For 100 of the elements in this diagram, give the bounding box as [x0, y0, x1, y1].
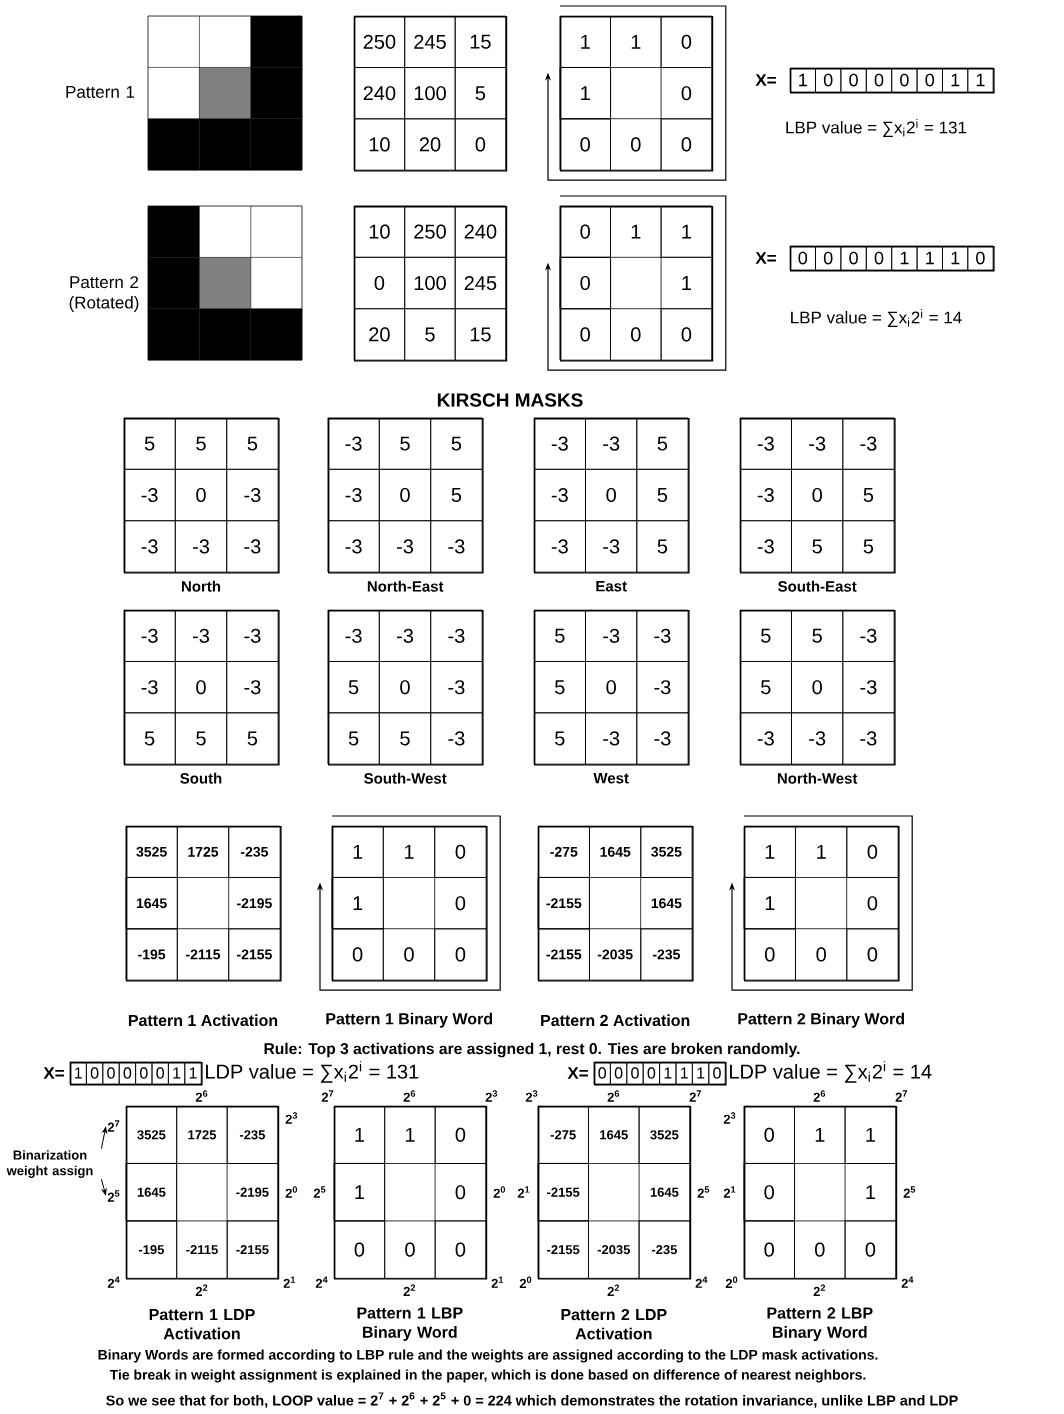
- grid-cell: 0: [434, 825, 487, 878]
- matrix-grid: [739, 417, 896, 574]
- grid-cell: 245: [404, 15, 456, 68]
- grid-caption: Pattern 1 Activation: [128, 1014, 278, 1027]
- grid-cell: 1: [844, 1105, 897, 1164]
- grid-cell: -3: [123, 661, 176, 714]
- digit-cell: 0: [840, 245, 867, 271]
- grid-cell: 5: [327, 661, 380, 714]
- grid-cell: 250: [404, 205, 456, 258]
- grid-cell: -3: [533, 417, 586, 470]
- digit-cell: 1: [675, 1061, 693, 1085]
- grid-cell: 0: [353, 256, 406, 310]
- grid-cell: -3: [226, 661, 279, 714]
- grid-cell: 1: [333, 1163, 386, 1222]
- grid-cell: 5: [739, 661, 792, 714]
- digit-cell: 1: [789, 67, 816, 93]
- grid-caption: Pattern 2 LDP Activation: [561, 1308, 667, 1340]
- grid-cell: -3: [842, 712, 895, 765]
- grid-caption: Pattern 1 LBP Binary Word: [357, 1307, 463, 1341]
- grid-cell: 15: [454, 15, 507, 68]
- grid-caption: Pattern 2 Binary Word: [738, 1012, 904, 1028]
- grid-cell: 0: [434, 1220, 487, 1279]
- grid-cell: 5: [430, 417, 483, 470]
- grid-cell: 0: [660, 308, 713, 361]
- digit-cell: 0: [865, 67, 893, 93]
- grid-cell: -3: [791, 712, 844, 765]
- digit-cell: 0: [610, 1061, 628, 1085]
- title: KIRSCH MASKS: [437, 393, 583, 407]
- matrix-grid: [743, 825, 900, 982]
- matrix-grid: [327, 609, 484, 766]
- grid-cell: 1: [559, 67, 611, 120]
- grid-cell: 5: [378, 712, 432, 765]
- digit-cell: 0: [86, 1061, 104, 1085]
- grid-cell: 20: [404, 118, 456, 171]
- grid-cell: 0: [174, 661, 228, 714]
- grid-cell: 5: [123, 417, 176, 470]
- vector-label: X=: [43, 1067, 64, 1079]
- grid-cell: 1: [743, 877, 796, 930]
- vector-label: X=: [755, 252, 776, 264]
- vector-label: X=: [755, 74, 776, 86]
- digit-cell: 0: [118, 1061, 136, 1085]
- grid-cell: 5: [226, 712, 279, 765]
- grid-cell: 0: [791, 468, 844, 522]
- grid-cell: 5: [174, 417, 228, 470]
- grid-cell: -3: [123, 609, 176, 662]
- grid-cell: 0: [743, 1163, 795, 1222]
- digit-cell: 0: [891, 67, 918, 93]
- grid-cell: 5: [533, 661, 586, 714]
- binary-strip: [593, 1061, 727, 1086]
- grid-cell: 1: [331, 877, 384, 930]
- grid-cell: 1: [559, 15, 611, 68]
- grid-cell: 0: [743, 1220, 795, 1279]
- digit-cell: 1: [942, 67, 969, 93]
- grid-cell: -3: [585, 520, 638, 573]
- grid-cell: -3: [430, 520, 483, 573]
- matrix-grid: [533, 417, 690, 574]
- grid-cell: -3: [739, 712, 792, 765]
- grid-cell: 5: [842, 520, 895, 573]
- grid-cell: 1: [795, 825, 848, 878]
- grid-cell: 0: [743, 1105, 795, 1164]
- digit-cell: 1: [69, 1061, 87, 1085]
- grid-cell: 5: [430, 468, 483, 522]
- grid-cell: 0: [378, 468, 432, 522]
- grid-cell: -3: [327, 417, 380, 470]
- formula-text: LBP value = ∑x$_{i}$2$^{i}$ = 131: [786, 119, 967, 137]
- grid-cell: -3: [739, 468, 792, 522]
- row-label: Pattern 1: [66, 86, 135, 98]
- grid-cell: 5: [791, 609, 844, 662]
- grid-cell: -3: [739, 417, 792, 470]
- digit-cell: 0: [789, 245, 816, 271]
- matrix-grid: [739, 609, 896, 766]
- grid-cell: 0: [795, 928, 848, 981]
- grid-cell: 1: [794, 1105, 846, 1164]
- grid-cell: 5: [636, 417, 689, 470]
- grid-cell: 0: [454, 118, 507, 171]
- matrix-grid: [125, 1105, 280, 1280]
- digit-cell: 1: [692, 1061, 710, 1085]
- grid-cell: 100: [404, 67, 456, 120]
- grid-cell: -3: [378, 520, 432, 573]
- grid-cell: 5: [226, 417, 279, 470]
- grid-cell: -3: [585, 609, 638, 662]
- grid-cell: 5: [378, 417, 432, 470]
- grid-cell: 0: [585, 661, 638, 714]
- grid-cell: 5: [533, 609, 586, 662]
- digit-cell: 0: [815, 245, 842, 271]
- matrix-grid: [123, 609, 280, 766]
- grid-cell: 0: [333, 1220, 386, 1279]
- digit-cell: 0: [102, 1061, 120, 1085]
- grid-cell: 5: [454, 67, 507, 120]
- digit-cell: 1: [967, 67, 994, 93]
- grid-cell: 0: [660, 118, 713, 171]
- grid-cell: -3: [430, 609, 483, 662]
- grid-cell: 1: [743, 825, 796, 878]
- grid-cell: -3: [327, 520, 380, 573]
- digit-cell: 0: [708, 1061, 726, 1085]
- grid-cell: 0: [174, 468, 228, 522]
- grid-cell: 245: [454, 256, 507, 310]
- leader-line: [100, 1178, 107, 1196]
- matrix-grid: [533, 609, 690, 766]
- grid-cell: 0: [382, 928, 436, 981]
